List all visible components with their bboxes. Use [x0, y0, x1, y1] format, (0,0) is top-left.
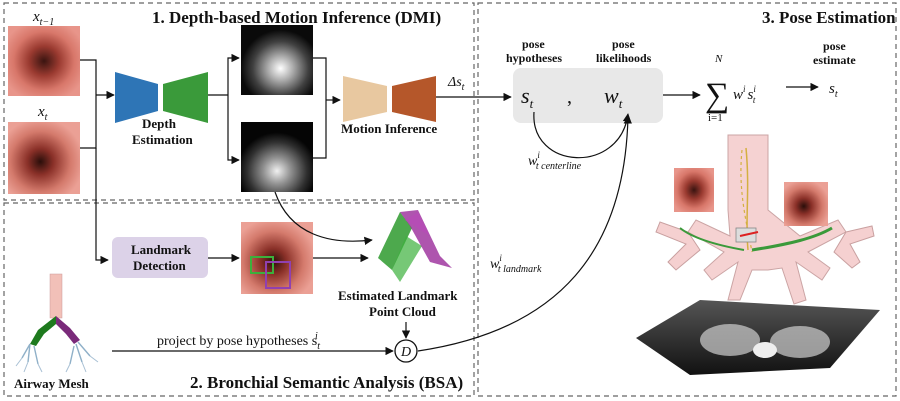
landmark-box-purple [265, 261, 291, 289]
depth-encoder [115, 72, 158, 123]
lik-label-2: likelihoods [596, 51, 652, 65]
sum-top: N [714, 53, 723, 65]
estimate-label-2: estimate [813, 53, 856, 67]
landmark-label-1: Landmark [131, 242, 192, 257]
frame-prev-label: xt−1 [32, 9, 54, 28]
depth-decoder [163, 72, 208, 123]
bsa-title: 2. Bronchial Semantic Analysis (BSA) [190, 373, 463, 392]
delta-s-label: Δst [447, 75, 465, 93]
bronchus-3d-illustration [636, 134, 880, 375]
sum-symbol: ∑ [705, 77, 729, 114]
motion-encoder [343, 76, 387, 122]
frame-curr-label: xt [37, 104, 48, 123]
pose-box [513, 68, 663, 123]
frame-curr-image [8, 122, 80, 194]
lik-label-1: pose [612, 37, 635, 51]
depth-label-2: Estimation [132, 132, 193, 147]
landmark-label-2: Detection [133, 258, 186, 273]
landmark-point-cloud [378, 210, 452, 282]
depth-map-curr [241, 122, 313, 192]
estimate-label-1: pose [823, 39, 846, 53]
depth-label-1: Depth [142, 116, 177, 131]
distance-operator [394, 339, 418, 363]
hyp-label-1: pose [522, 37, 545, 51]
sum-bottom: i=1 [708, 112, 723, 124]
hyp-label-2: hypotheses [506, 51, 562, 65]
dmi-section-box [3, 2, 475, 201]
motion-decoder [392, 76, 436, 122]
motion-label: Motion Inference [341, 121, 437, 136]
distance-symbol: D [400, 345, 411, 360]
landmark-detection-box [112, 237, 208, 278]
depth-map-prev [241, 25, 313, 95]
pose-section-box [477, 2, 897, 397]
pose-title: 3. Pose Estimation [762, 8, 896, 27]
airway-mesh-label: Airway Mesh [14, 376, 90, 391]
estimate-s-t: st [829, 81, 838, 100]
cloud-label-2: Point Cloud [369, 304, 437, 319]
dmi-title: 1. Depth-based Motion Inference (DMI) [152, 8, 441, 27]
pose-w-t: wt [604, 83, 623, 111]
bsa-section-box [3, 202, 475, 397]
project-label: project by pose hypotheses sti [157, 331, 320, 352]
pose-s-t: st [521, 83, 534, 111]
airway-mesh-image [15, 273, 99, 373]
frame-prev-image [8, 26, 80, 96]
cloud-label-1: Estimated Landmark [338, 288, 458, 303]
landmark-box-green [250, 256, 274, 274]
pose-comma: , [567, 86, 572, 108]
